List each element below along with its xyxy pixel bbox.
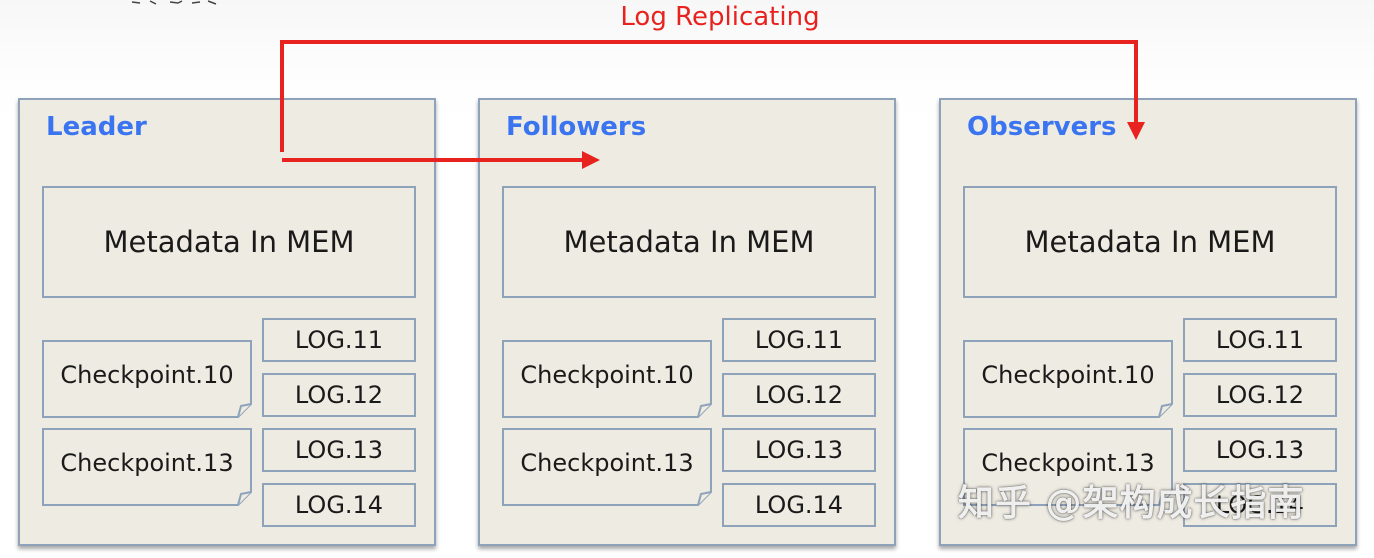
log-entry: LOG.12 [722, 373, 876, 417]
document-shape [42, 428, 252, 506]
log-entry: LOG.14 [722, 483, 876, 527]
checkpoint-label: Checkpoint.13 [520, 449, 694, 477]
log-entry: LOG.11 [722, 318, 876, 362]
log-entry: LOG.14 [1183, 483, 1337, 527]
log-entry: LOG.11 [262, 318, 416, 362]
checkpoint-document: Checkpoint.13 [963, 428, 1173, 506]
document-shape [963, 340, 1173, 418]
panel-leader: Leader Metadata In MEM Checkpoint.10 Che… [18, 98, 436, 546]
metadata-memory-label: Metadata In MEM [103, 225, 355, 259]
document-shape [42, 340, 252, 418]
checkpoint-document: Checkpoint.10 [963, 340, 1173, 418]
checkpoint-label: Checkpoint.13 [60, 449, 234, 477]
log-entry: LOG.13 [1183, 428, 1337, 472]
checkpoint-document: Checkpoint.10 [502, 340, 712, 418]
metadata-memory-box: Metadata In MEM [42, 186, 416, 298]
document-shape [963, 428, 1173, 506]
metadata-memory-box: Metadata In MEM [502, 186, 876, 298]
panel-title: Followers [506, 112, 647, 142]
log-entry: LOG.13 [262, 428, 416, 472]
log-entry: LOG.11 [1183, 318, 1337, 362]
checkpoint-document: Checkpoint.13 [42, 428, 252, 506]
checkpoint-label: Checkpoint.10 [60, 361, 234, 389]
log-replicating-label: Log Replicating [620, 2, 820, 32]
metadata-memory-box: Metadata In MEM [963, 186, 1337, 298]
log-entry: LOG.14 [262, 483, 416, 527]
document-shape [502, 428, 712, 506]
panel-title: Leader [46, 112, 147, 142]
document-shape [502, 340, 712, 418]
panel-observers: Observers Metadata In MEM Checkpoint.10 … [939, 98, 1357, 546]
metadata-memory-label: Metadata In MEM [563, 225, 815, 259]
panel-followers: Followers Metadata In MEM Checkpoint.10 … [478, 98, 896, 546]
watermark: 知乎 @架构成长指南 [958, 483, 1305, 524]
log-entry: LOG.12 [262, 373, 416, 417]
checkpoint-document: Checkpoint.10 [42, 340, 252, 418]
log-entry: LOG.13 [722, 428, 876, 472]
metadata-memory-label: Metadata In MEM [1024, 225, 1276, 259]
top-edge-marks [131, 0, 217, 5]
log-entry: LOG.12 [1183, 373, 1337, 417]
checkpoint-label: Checkpoint.10 [981, 361, 1155, 389]
checkpoint-label: Checkpoint.13 [981, 449, 1155, 477]
checkpoint-label: Checkpoint.10 [520, 361, 694, 389]
checkpoint-document: Checkpoint.13 [502, 428, 712, 506]
panel-title: Observers [967, 112, 1117, 142]
